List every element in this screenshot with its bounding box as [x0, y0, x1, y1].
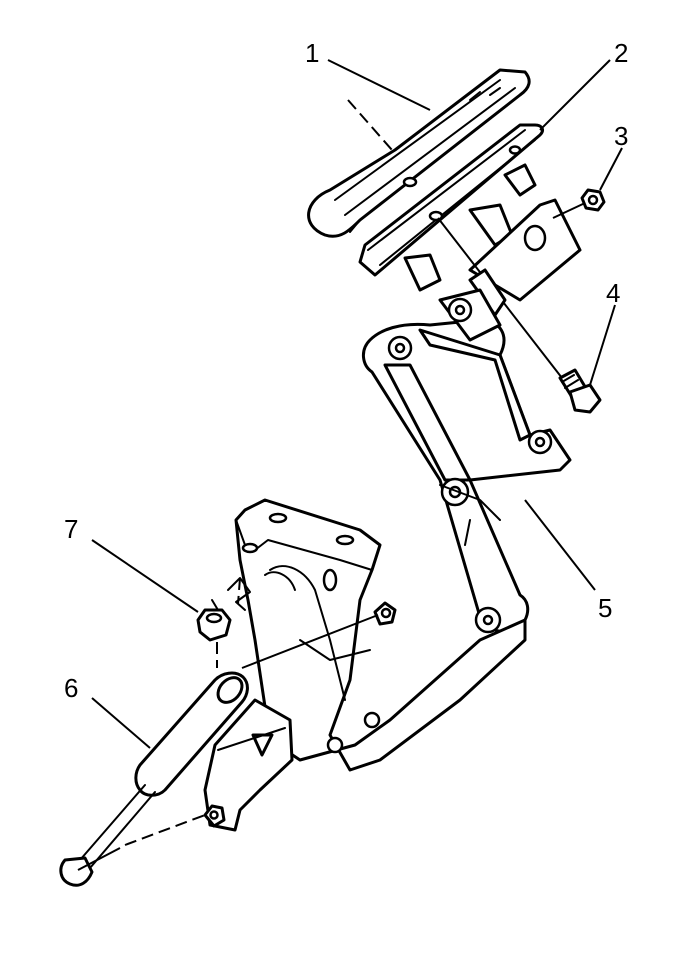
callout-1: 1 — [305, 38, 319, 68]
hinge-assembly-icon — [362, 268, 572, 634]
callout-2: 2 — [614, 38, 628, 68]
callout-4: 4 — [606, 278, 620, 308]
callout-6: 6 — [64, 673, 78, 703]
strut-upper-link-line — [241, 614, 379, 669]
bolt-icon — [558, 368, 602, 414]
leader-line-6 — [91, 697, 151, 749]
leader-line-1 — [327, 59, 431, 111]
nut-icon — [580, 188, 606, 212]
leader-line-5 — [524, 499, 596, 591]
leader-line-4 — [589, 304, 616, 386]
nut-icon — [196, 599, 232, 642]
cover-dash-line — [347, 99, 393, 151]
upper-mounting-tab — [468, 198, 582, 302]
break-symbol — [227, 577, 251, 611]
callout-3: 3 — [614, 121, 628, 151]
leader-line-2 — [539, 59, 611, 131]
hinge-plate-icon — [358, 123, 544, 292]
gas-strut-icon — [59, 671, 249, 887]
upper-ball-stud — [373, 601, 397, 626]
hinge-cover-bracket-icon — [307, 68, 531, 238]
strut-lower-dash-line — [124, 814, 206, 846]
nut-alignment-line — [552, 202, 586, 219]
lower-ball-stud — [203, 804, 226, 828]
callout-7: 7 — [64, 514, 78, 544]
leader-line-7 — [91, 539, 199, 613]
lower-strut-bracket — [203, 698, 294, 832]
leader-line-3 — [599, 147, 623, 191]
strut-lower-link-line — [77, 847, 121, 871]
callout-5: 5 — [598, 593, 612, 623]
